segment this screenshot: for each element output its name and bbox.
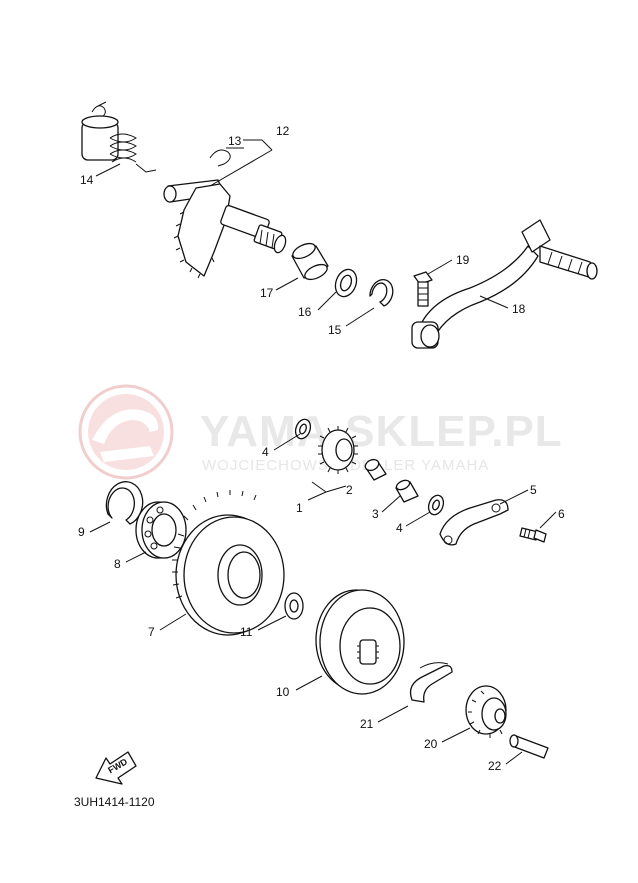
part-13-clip	[209, 149, 231, 167]
part-16-washer	[334, 268, 358, 298]
part-19-bolt	[413, 271, 433, 307]
callout-21: 21	[360, 717, 374, 731]
part-22-shaft	[509, 734, 549, 759]
watermark: YAMA-SKLEP.PL WOJCIECHOWSKI DEALER YAMAH…	[78, 384, 563, 480]
callout-22: 22	[488, 759, 502, 773]
part-15-circlip	[369, 279, 394, 307]
part-9-circlip	[105, 481, 144, 525]
part-7-driven-gear	[172, 490, 285, 636]
part-5-plate	[439, 499, 509, 546]
part-14-spring	[81, 101, 157, 173]
callout-16: 16	[298, 305, 312, 319]
callout-4-lower: 4	[396, 521, 403, 535]
watermark-title: YAMA-SKLEP.PL	[200, 407, 563, 456]
callout-7: 7	[148, 625, 155, 639]
callout-8: 8	[114, 557, 121, 571]
part-2-bush	[364, 458, 387, 481]
part-3-pin	[395, 479, 419, 503]
part-6-bolt	[519, 527, 547, 543]
part-20-starter-pinion	[465, 685, 507, 738]
callout-5: 5	[530, 483, 537, 497]
callout-9: 9	[78, 525, 85, 539]
part-8-bearing	[135, 501, 187, 559]
part-4-washer-lower	[427, 494, 445, 516]
callout-14: 14	[80, 173, 94, 187]
callout-4-top: 4	[262, 445, 269, 459]
part-21-spring-clip	[409, 662, 453, 703]
callout-12: 12	[276, 124, 290, 138]
callout-3: 3	[372, 507, 379, 521]
fwd-arrow-icon: FWD	[95, 751, 137, 785]
callout-1: 1	[296, 501, 303, 515]
part-1-idler-gear	[318, 426, 358, 474]
callout-2: 2	[346, 483, 353, 497]
watermark-logo	[78, 384, 174, 480]
callout-11: 11	[240, 625, 253, 639]
part-18-kick-lever	[411, 219, 598, 349]
callout-13: 13	[228, 134, 242, 148]
callout-labels: 14 13 12 17 16 15 19 18 4 2 1 3 4 5 6 9 …	[78, 124, 565, 773]
part-10-clutch-housing	[315, 589, 405, 695]
callout-19: 19	[456, 253, 470, 267]
callout-18: 18	[512, 302, 526, 316]
leader-lines	[89, 139, 557, 765]
part-11-washer	[284, 592, 304, 620]
part-12-kick-shaft	[163, 179, 287, 279]
callout-10: 10	[276, 685, 290, 699]
callout-17: 17	[260, 286, 274, 300]
callout-20: 20	[424, 737, 438, 751]
callout-15: 15	[328, 323, 342, 337]
callout-6: 6	[558, 507, 565, 521]
diagram-code: 3UH1414-1120	[74, 795, 155, 809]
part-17-collar	[291, 242, 329, 281]
